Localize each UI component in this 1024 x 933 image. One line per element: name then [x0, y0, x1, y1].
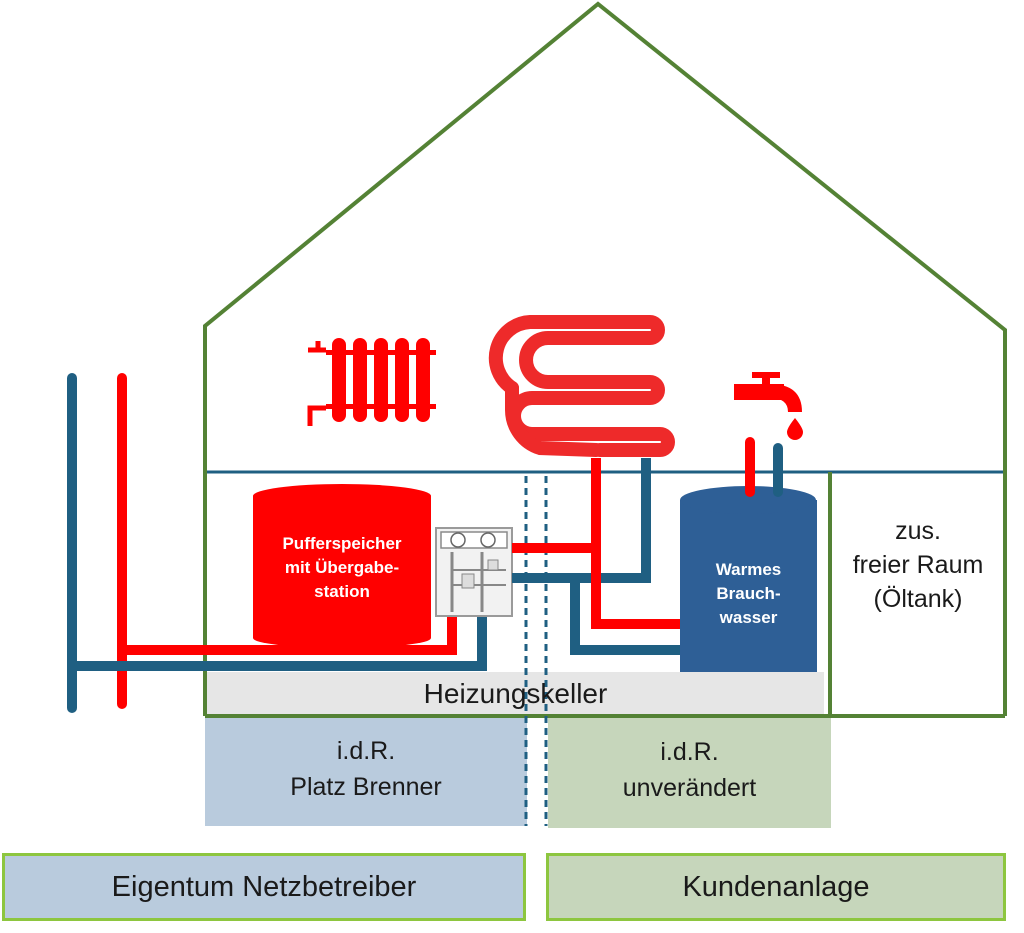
hot-water-tank-label-line-2: Brauch-: [716, 584, 781, 603]
buffer-tank-label-line-2: mit Übergabe-: [284, 558, 400, 577]
floor-heating-icon: [488, 315, 675, 457]
extra-room-label-line-2: freier Raum: [852, 551, 984, 579]
buffer-tank-label: Pufferspeicher mit Übergabe- station: [253, 532, 431, 604]
burner-area-label: i.d.R. Platz Brenner: [205, 733, 527, 805]
radiator-icon: [307, 338, 436, 426]
buffer-tank-label-line-3: station: [314, 582, 370, 601]
return-pipe-to-station: [72, 596, 487, 671]
operator-ownership-box: Eigentum Netzbetreiber: [2, 853, 526, 921]
burner-area-background: [205, 718, 527, 826]
buffer-tank-label-line-1: Pufferspeicher: [282, 534, 402, 553]
tap-icon: [734, 372, 803, 440]
basement-strip: [207, 672, 824, 714]
return-pipe-from-heating: [512, 458, 651, 583]
hot-water-tank-label-line-3: wasser: [719, 608, 778, 627]
return-pipe-from-water-tank: [570, 580, 686, 655]
flow-pipe-to-water-tank: [591, 548, 686, 629]
unchanged-area-label: i.d.R. unverändert: [548, 734, 831, 806]
extra-room-label-line-3: (Öltank): [873, 585, 963, 613]
unchanged-area-background: [548, 718, 831, 828]
hot-water-tank: [680, 486, 817, 672]
unchanged-area-label-line-1: i.d.R.: [660, 738, 719, 766]
house-outline: [203, 1, 1007, 716]
hot-water-tank-label-line-1: Warmes: [715, 560, 782, 579]
hot-water-tank-label: Warmes Brauch- wasser: [680, 558, 817, 630]
transfer-station-icon: [435, 527, 513, 617]
buffer-tank: [253, 484, 431, 648]
extra-room-label-line-1: zus.: [895, 517, 941, 545]
customer-installation-box: Kundenanlage: [546, 853, 1006, 921]
extra-room-label: zus. freier Raum (Öltank): [834, 514, 1002, 616]
unchanged-area-label-line-2: unverändert: [622, 774, 757, 802]
burner-area-label-line-1: i.d.R.: [336, 737, 396, 765]
basement-label: Heizungskeller: [423, 678, 608, 709]
burner-area-label-line-2: Platz Brenner: [290, 773, 442, 801]
